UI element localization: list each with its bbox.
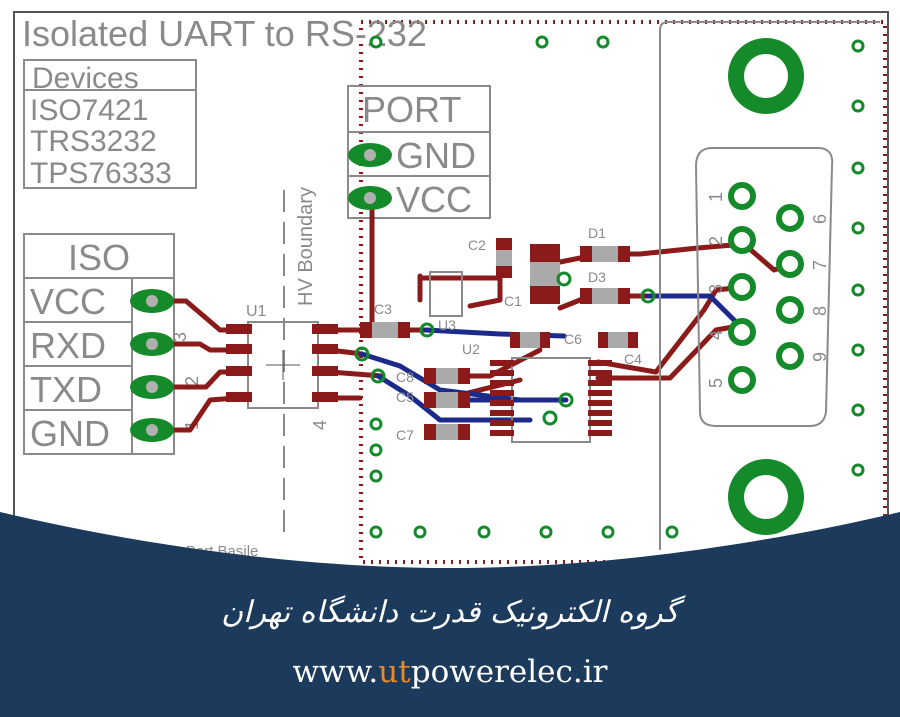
device-1: ISO7421 <box>30 94 148 127</box>
devices-header: Devices <box>32 62 139 95</box>
board-title: Isolated UART to RS-232 <box>22 13 427 54</box>
c6-label: C6 <box>564 331 582 347</box>
c5-label: C5 <box>396 389 414 405</box>
iso-txd: TXD <box>30 369 102 410</box>
port-table <box>347 85 491 219</box>
isolation-boundary <box>359 20 887 564</box>
db9-pin-1: 1 <box>706 192 726 202</box>
iso-rxd: RXD <box>30 325 106 366</box>
u3-label: U3 <box>438 317 456 333</box>
u1-pads <box>226 324 338 402</box>
db9-pin-7: 7 <box>810 260 830 270</box>
db9-pin-4: 4 <box>706 330 726 340</box>
db9-pin-3: 3 <box>706 284 726 294</box>
hv-boundary-label: HV Boundary <box>295 187 317 306</box>
u3-body <box>429 271 463 317</box>
iso-header-pads <box>130 289 174 442</box>
db9-pin-9: 9 <box>810 352 830 362</box>
u1-body <box>247 321 319 409</box>
db9-pin-2: 2 <box>706 236 726 246</box>
u2-label: U2 <box>462 341 480 357</box>
db9-pin-5: 5 <box>706 378 726 388</box>
vias <box>354 271 656 426</box>
iso-header: ISO <box>68 237 130 278</box>
author-credit: te - Bart Basile <box>160 543 258 560</box>
capacitor-pads <box>360 238 638 440</box>
db9-pin-6: 6 <box>810 214 830 224</box>
d1-label: D1 <box>588 225 606 241</box>
db9-pins <box>728 182 804 394</box>
port-vcc: VCC <box>396 179 472 220</box>
c2-label: C2 <box>468 237 486 253</box>
u1-pin4: 4 <box>310 420 330 430</box>
iso-vcc: VCC <box>30 281 106 322</box>
d3-label: D3 <box>588 269 606 285</box>
device-3: TPS76333 <box>30 157 172 190</box>
c1-label: C1 <box>504 293 522 309</box>
iso-pin-3: 3 <box>170 332 190 342</box>
device-2: TRS3232 <box>30 125 157 158</box>
devices-table <box>23 59 197 189</box>
iso-gnd: GND <box>30 413 110 454</box>
u2-pads <box>490 360 612 436</box>
u1-label: U1 <box>246 303 267 320</box>
c3-label: C3 <box>374 301 392 317</box>
port-header: PORT <box>362 89 461 130</box>
iso-pin-2: 2 <box>182 376 202 386</box>
c8-label: C8 <box>396 369 414 385</box>
port-gnd: GND <box>396 135 476 176</box>
db9-shell-outline <box>659 21 880 550</box>
c7-label: C7 <box>396 427 414 443</box>
db9-pin-8: 8 <box>810 306 830 316</box>
c4-label: C4 <box>624 351 642 367</box>
db9-d-shape <box>694 147 834 427</box>
